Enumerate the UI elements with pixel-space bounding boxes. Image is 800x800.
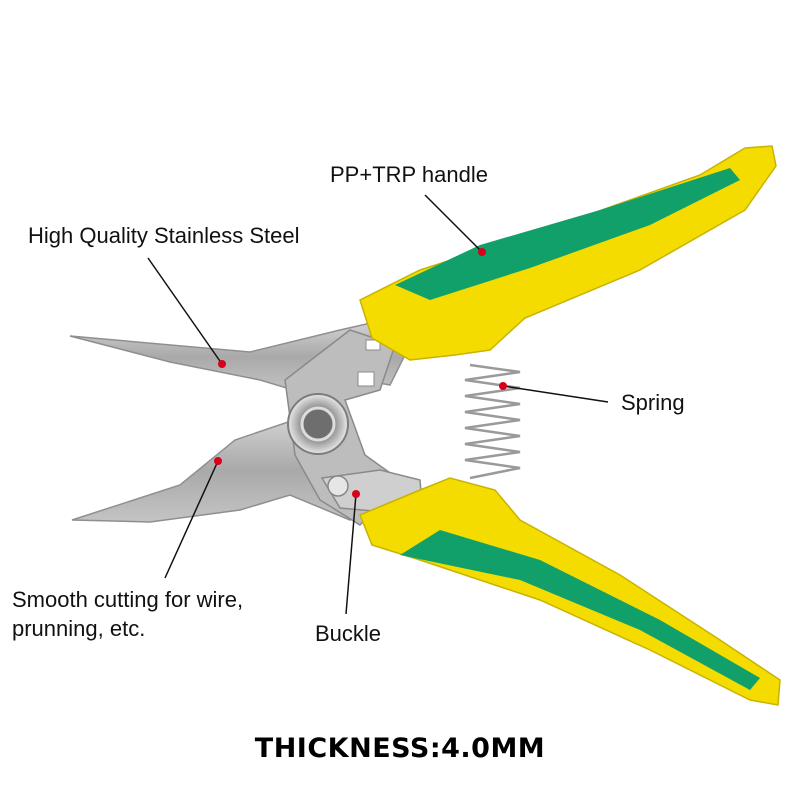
callout-line-spring xyxy=(502,385,609,403)
callout-dot-cutting xyxy=(214,457,222,465)
wire-notch-2 xyxy=(365,339,381,351)
callout-line-buckle xyxy=(345,493,357,615)
callout-label-cutting: Smooth cutting for wire, prunning, etc. xyxy=(12,585,312,643)
callout-label-spring: Spring xyxy=(621,390,685,415)
callout-label-cutting-line1: Smooth cutting for wire, xyxy=(12,587,244,612)
wire-notch-1 xyxy=(357,371,375,387)
callout-label-buckle: Buckle xyxy=(315,621,382,646)
callout-dot-handle xyxy=(478,248,486,256)
lower-handle-grip xyxy=(400,530,760,690)
callout-dot-steel xyxy=(218,360,226,368)
buckle-rivet xyxy=(327,475,349,497)
callout-dot-spring xyxy=(499,382,507,390)
upper-handle-grip xyxy=(395,168,740,300)
callout-label-steel: High Quality Stainless Steel xyxy=(28,223,300,248)
callout-lines xyxy=(147,194,609,615)
callout-line-handle xyxy=(424,194,483,253)
callout-dots xyxy=(214,248,507,498)
callout-line-steel xyxy=(147,257,223,365)
callout-label-handle: PP+TRP handle xyxy=(330,162,488,187)
callout-line-cutting xyxy=(164,460,219,579)
spring xyxy=(464,363,521,480)
callout-label-cutting-line2: prunning, etc. xyxy=(12,616,146,641)
callout-dot-buckle xyxy=(352,490,360,498)
pivot-inner xyxy=(300,406,336,442)
thickness-caption: THICKNESS:4.0MM xyxy=(254,733,546,764)
